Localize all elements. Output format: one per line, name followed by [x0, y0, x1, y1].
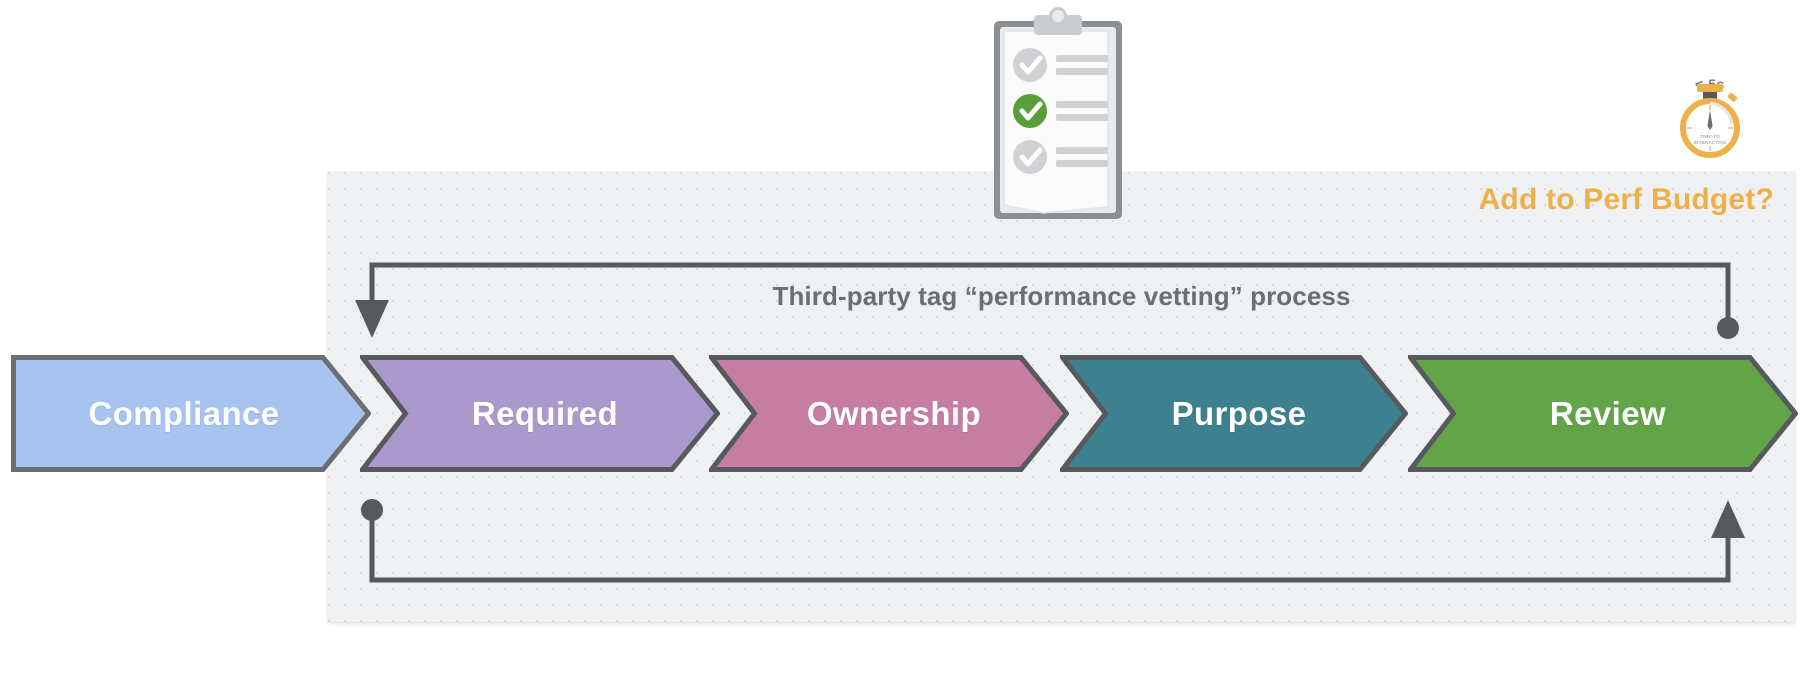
checklist-row-3 [1013, 140, 1108, 174]
checklist-row-1 [1013, 48, 1108, 82]
process-step-label: Required [471, 394, 619, 432]
compliance-checklist-clipboard-icon [994, 7, 1122, 219]
stopwatch-face-line-2: INTERACTIVE [1694, 140, 1727, 145]
process-step-compliance[interactable]: Compliance [11, 355, 371, 472]
process-step-ownership[interactable]: Ownership [709, 355, 1069, 472]
process-caption: Third-party tag “performance vetting” pr… [772, 281, 1351, 311]
chevron-shape [709, 355, 1069, 472]
chevron-shape [11, 355, 371, 472]
chevron-shape [1060, 355, 1408, 472]
process-step-label: Purpose [1171, 394, 1307, 432]
process-step-purpose[interactable]: Purpose [1060, 355, 1408, 472]
process-step-required[interactable]: Required [360, 355, 720, 472]
process-step-label: Ownership [806, 394, 982, 432]
chevron-shape [1408, 355, 1798, 472]
time-to-interactive-stopwatch-icon: TIME-TO INTERACTIVE [1680, 84, 1740, 158]
process-step-label: Review [1549, 394, 1667, 432]
process-chevron-band: Compliance Required Ownership Purpose Review [0, 355, 1810, 480]
stopwatch-face-line-1: TIME-TO [1700, 134, 1720, 139]
checklist-row-2-checked [1013, 94, 1108, 128]
page-title: Add to Perf Budget? [1478, 183, 1774, 216]
process-step-review[interactable]: Review [1408, 355, 1798, 472]
process-step-label: Compliance [88, 394, 280, 432]
chevron-shape [360, 355, 720, 472]
